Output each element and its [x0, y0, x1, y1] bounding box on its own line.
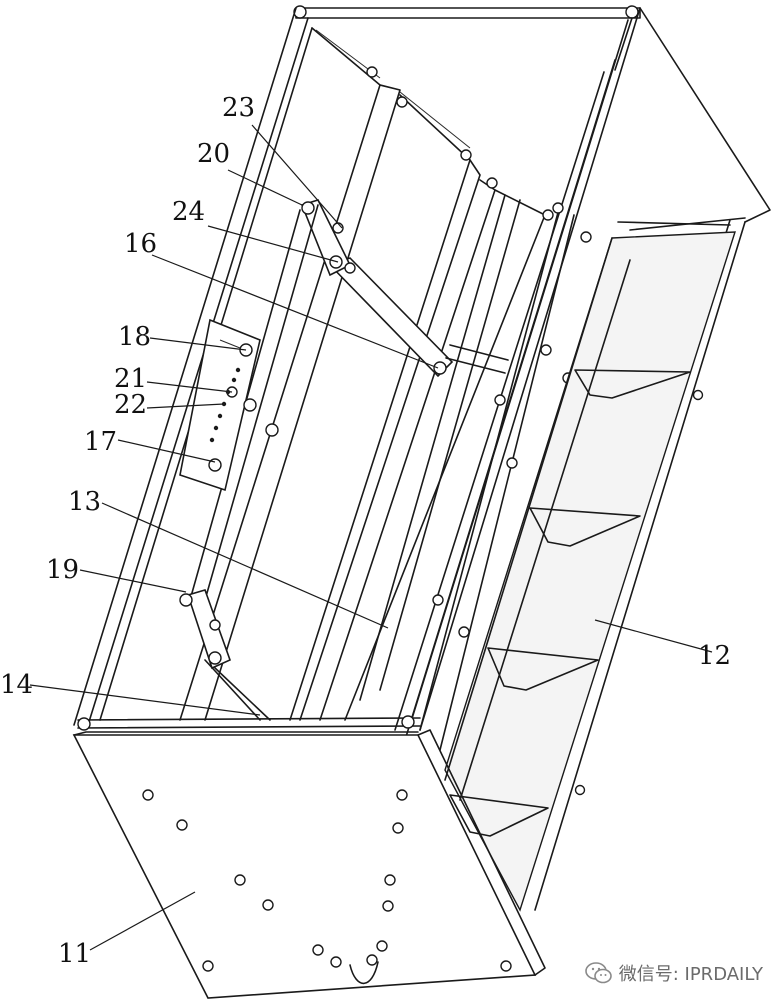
leader-lines: [29, 124, 713, 951]
ladder-frame: [444, 217, 746, 912]
callout-13: 13: [68, 487, 101, 517]
bottom-cross-bar: [77, 715, 421, 731]
callout-23: 23: [222, 93, 255, 123]
left-frame-rails: [73, 7, 313, 726]
callout-16: 16: [124, 229, 157, 259]
callout-17: 17: [84, 427, 117, 457]
callout-labels: 23 20 24 16 18 21 22 17 13 19 14 12 11: [0, 93, 731, 969]
callout-12: 12: [698, 641, 731, 671]
watermark: 微信号: IPRDAILY: [584, 960, 763, 986]
callout-11: 11: [58, 939, 91, 969]
wechat-icon: [584, 962, 612, 984]
inner-right-rail: [419, 202, 592, 751]
callout-14: 14: [0, 670, 33, 700]
callout-18: 18: [118, 322, 151, 352]
watermark-text: 微信号: IPRDAILY: [618, 964, 763, 985]
callout-20: 20: [197, 139, 230, 169]
top-frame-bar: [293, 5, 641, 19]
callout-21: 21: [114, 364, 147, 394]
back-right-panel: [614, 7, 771, 223]
callout-24: 24: [172, 197, 205, 227]
front-end-plate: [72, 729, 546, 999]
trough-plates: [179, 27, 554, 721]
callout-19: 19: [46, 555, 79, 585]
callout-22: 22: [114, 390, 147, 420]
linkage-assembly: [179, 199, 509, 721]
